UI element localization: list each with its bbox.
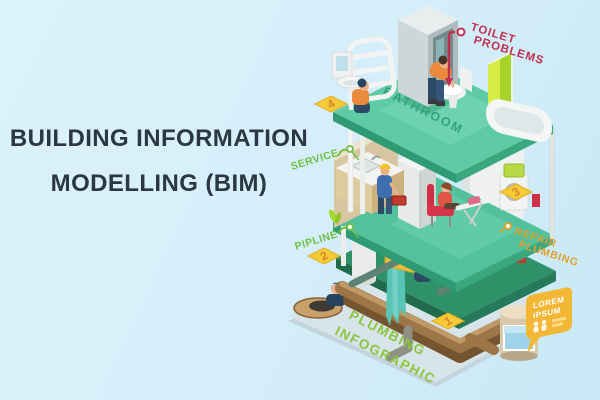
bubble-people-icon xyxy=(533,319,547,333)
small-plant xyxy=(328,209,342,224)
hard-hat xyxy=(379,163,391,169)
wall-cabinet xyxy=(331,51,353,79)
marker-4: 4 xyxy=(313,95,349,113)
woman-armchair-figure xyxy=(427,182,460,227)
pointer-circle xyxy=(504,222,512,230)
detergent xyxy=(532,194,540,207)
red-toolbox xyxy=(391,195,407,206)
bathtub xyxy=(486,99,552,142)
pointer-circle xyxy=(346,223,354,231)
pipline-label: PIPLINE xyxy=(293,228,339,252)
ironing-board xyxy=(455,195,493,227)
hair xyxy=(441,182,452,191)
bubble-text-bar xyxy=(552,322,563,328)
bubble-text-bar xyxy=(552,316,566,323)
page-title: BUILDING INFORMATION MODELLING (BIM) xyxy=(6,116,312,206)
title-line-2: MODELLING (BIM) xyxy=(50,170,268,197)
plumber-toilet-figure xyxy=(428,55,455,106)
arrowhead xyxy=(445,78,453,87)
title-line-1: BUILDING INFORMATION xyxy=(9,125,309,152)
pointer-circle xyxy=(346,145,354,153)
toilet xyxy=(438,66,472,108)
service-label: SERVICE xyxy=(289,147,340,173)
laundry-basket xyxy=(503,163,525,178)
plumber-toolbox-figure xyxy=(377,163,407,214)
marker-3: 3 xyxy=(498,183,534,201)
marker-2: 2 xyxy=(306,247,342,265)
marker-1: 1 xyxy=(430,312,466,330)
drain-pipe-elbow xyxy=(385,325,413,362)
worker-crouching-figure xyxy=(352,78,370,113)
pointer-circle xyxy=(456,27,466,37)
lorem-speech-bubble: LOREM IPSUM xyxy=(526,287,572,354)
faucet xyxy=(371,155,381,161)
